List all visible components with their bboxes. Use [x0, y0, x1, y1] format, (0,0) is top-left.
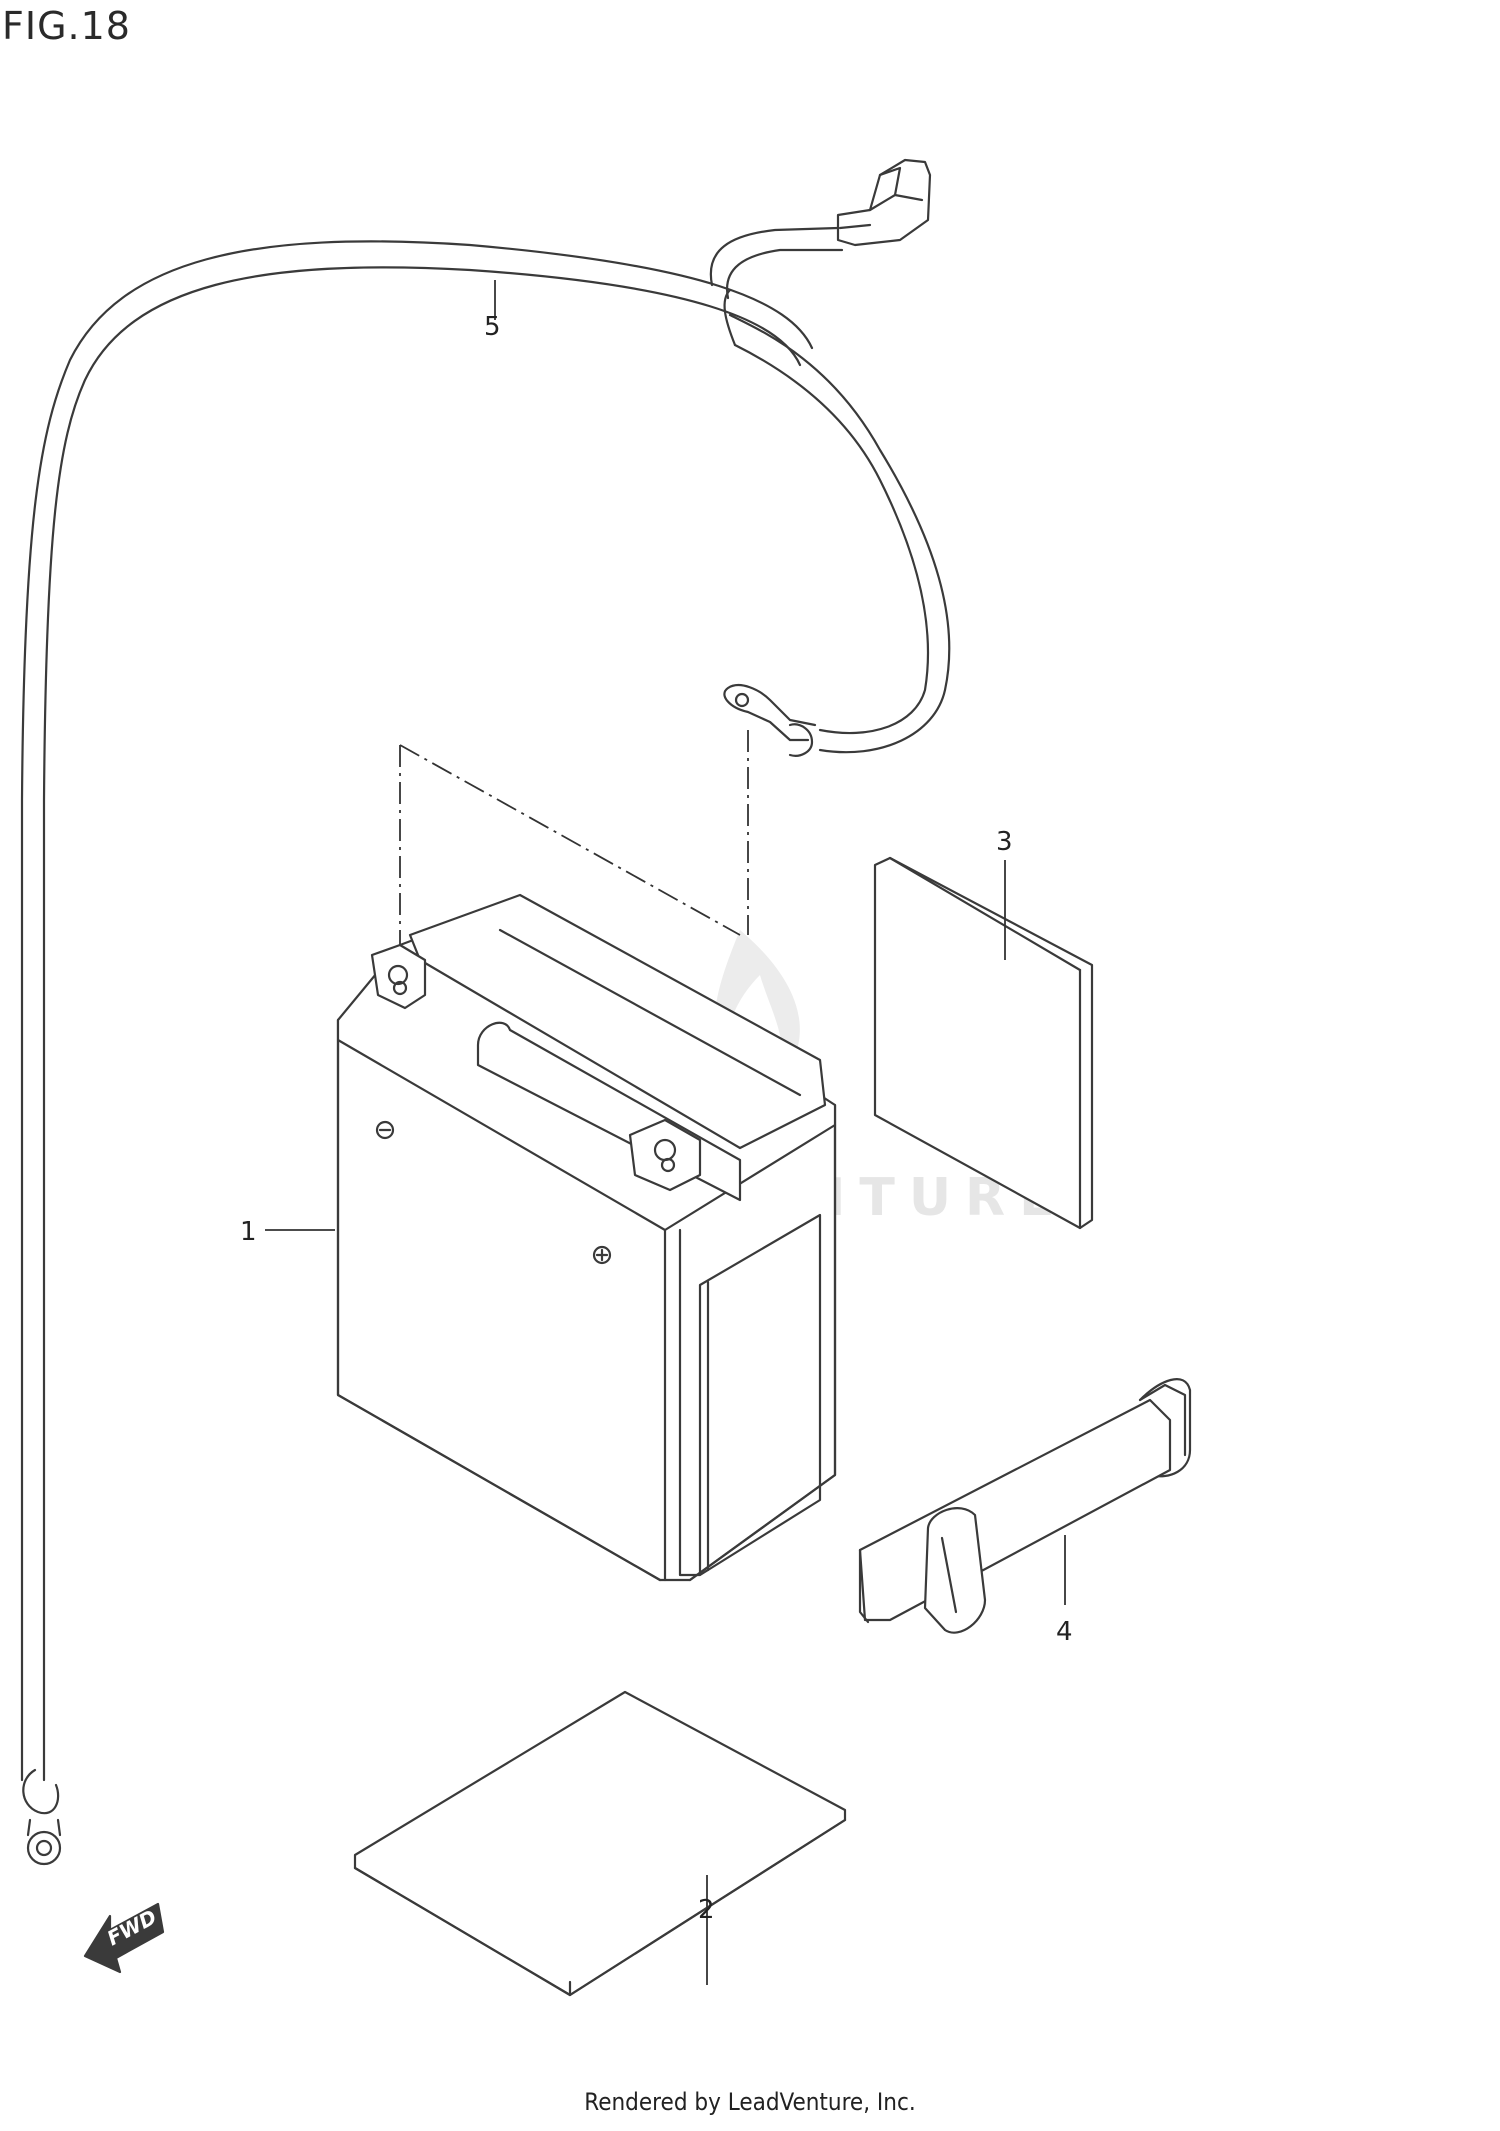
battery-pad-side[interactable] [873, 856, 1094, 1230]
figure-title: FIG.18 [2, 4, 131, 48]
callout-5: 5 [484, 312, 501, 342]
fwd-direction-indicator: FWD [83, 1902, 165, 1974]
cable-ground-terminal [26, 1830, 62, 1866]
callout-1: 1 [240, 1217, 257, 1247]
battery-cable[interactable] [20, 158, 951, 1866]
callout-leaders [265, 280, 1066, 1985]
negative-mark-icon [375, 1120, 395, 1140]
negative-terminal [370, 943, 427, 1010]
callout-4: 4 [1056, 1617, 1073, 1647]
arrow-left-icon [83, 1902, 165, 1974]
battery-strap[interactable] [858, 1378, 1192, 1634]
cable-terminal-eye [734, 692, 750, 708]
positive-terminal [628, 1118, 702, 1192]
positive-mark-icon [592, 1245, 612, 1265]
callout-2: 2 [698, 1895, 715, 1925]
callout-3: 3 [996, 827, 1013, 857]
battery[interactable] [336, 893, 837, 1582]
battery-pad-bottom[interactable] [353, 1690, 847, 1997]
footer-credit: Rendered by LeadVenture, Inc. [584, 2088, 916, 2116]
